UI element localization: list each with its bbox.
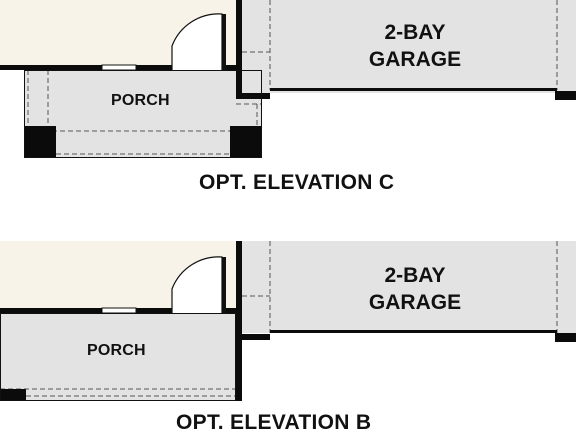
elevation-caption: OPT. ELEVATION B [176, 411, 372, 434]
elevation-caption: OPT. ELEVATION C [199, 171, 395, 194]
window [101, 307, 137, 314]
door-leaf [222, 257, 226, 313]
garage-label: 2-BAY GARAGE [345, 19, 485, 73]
porch-outline [24, 70, 262, 158]
garage-label: 2-BAY GARAGE [345, 262, 485, 316]
garage-label-line2: GARAGE [368, 291, 462, 314]
door-leaf [222, 14, 226, 70]
door-swing-icon [171, 256, 223, 313]
door-swing-icon [171, 13, 223, 70]
garage-label-line2: GARAGE [368, 48, 462, 71]
garage-label-line1: 2-BAY [384, 264, 446, 287]
elevation-b-plan [0, 241, 576, 401]
porch-label: PORCH [111, 92, 170, 109]
garage-label-line1: 2-BAY [384, 21, 446, 44]
porch-label: PORCH [87, 342, 146, 359]
porch-dashed-lines [27, 0, 558, 155]
porch-dashed-lines [0, 241, 558, 397]
window [101, 64, 137, 71]
porch-floor [0, 313, 236, 401]
elevation-c-plan [0, 0, 576, 158]
porch-floor [24, 70, 262, 158]
garage-floor [242, 0, 576, 93]
garage-floor [242, 241, 576, 333]
